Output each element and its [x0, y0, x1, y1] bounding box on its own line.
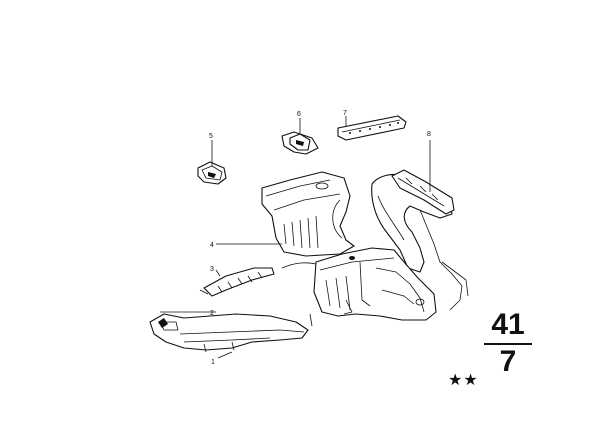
part-7-strip	[337, 115, 407, 141]
part-3-strip	[199, 267, 275, 297]
callout-2: 2	[210, 310, 214, 317]
callout-8: 8	[427, 131, 431, 138]
part-8-panel	[371, 169, 469, 311]
callout-3: 3	[210, 266, 214, 273]
callout-1: 1	[211, 359, 215, 366]
group-divider	[484, 343, 532, 345]
callout-4: 4	[210, 242, 214, 249]
part-6-bracket	[281, 131, 319, 155]
leader-lines	[160, 116, 431, 359]
callout-7: 7	[343, 110, 347, 117]
callout-numbers: 1 2 3 4 5 6 7 8	[209, 110, 431, 366]
part-4-panel	[261, 171, 355, 257]
part-1-2-member	[149, 313, 309, 353]
stars-mark: ★★	[448, 370, 479, 389]
group-main-number: 41	[491, 308, 525, 341]
inner-panel	[281, 247, 437, 327]
callout-5: 5	[209, 133, 213, 140]
group-sub-number: 7	[499, 345, 517, 378]
callout-6: 6	[297, 111, 301, 118]
